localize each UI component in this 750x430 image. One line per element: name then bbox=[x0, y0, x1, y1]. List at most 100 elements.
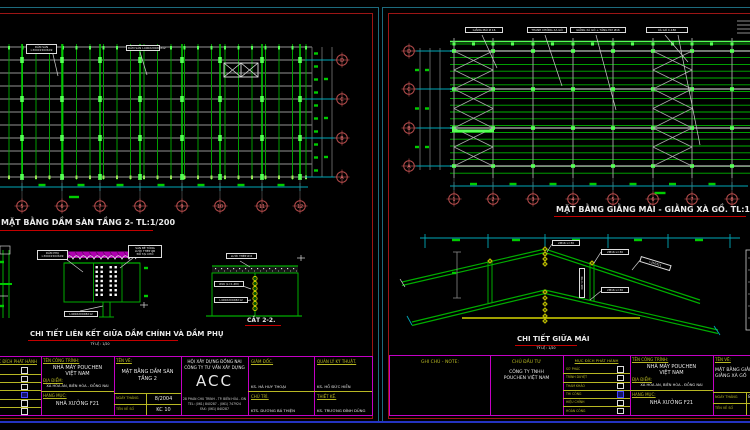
svg-text:C: C bbox=[340, 97, 344, 103]
issue-item-label: THAM KHẢO bbox=[566, 383, 585, 388]
left-tb-org-addr3: FAX: (061) 840287 bbox=[200, 407, 229, 411]
left-tb-location-label: ĐỊA ĐIỂM: bbox=[43, 378, 63, 383]
conn-detail bbox=[0, 245, 148, 318]
issue-item-label: SƠ PHÁC bbox=[566, 367, 581, 371]
issue-list-left bbox=[0, 366, 41, 415]
conn-callout-left-l2: I-300X150X6X9 bbox=[41, 253, 64, 258]
brace-callout-1: GIẰNG MÁI Ø 16 bbox=[465, 27, 503, 34]
right-tb-issue-header: MỤC ĐÍCH PHÁT HÀNH bbox=[574, 357, 619, 363]
right-tb-sep-4 bbox=[713, 356, 714, 415]
right-plan-title: MẶT BẰNG GIẰNG MÁI - GIẰNG XÀ GỒ. TL:1/2… bbox=[556, 205, 750, 214]
right-sheet-inner-border bbox=[388, 13, 750, 419]
svg-text:7: 7 bbox=[690, 197, 693, 203]
issue-item-label: TRÌNH DUYỆT bbox=[566, 375, 587, 380]
issue-row: SƠ PHÁC bbox=[563, 365, 630, 375]
brace-callout-3: GIẰNG XÀ GỒ + TĂNG ĐƠ Ø16 bbox=[570, 27, 626, 34]
svg-text:D: D bbox=[407, 49, 411, 55]
left-tb-sep-5 bbox=[314, 357, 315, 415]
right-tb-date-value: 8/2004 bbox=[748, 395, 750, 400]
right-tb-note-header: GHI CHÚ - NOTE: bbox=[421, 360, 459, 365]
ridge-callout-3: 2M16 L=30 bbox=[601, 287, 629, 294]
sect-callout-mid-text: Ø16 (L=1.4M) bbox=[219, 281, 239, 286]
brace-callout-4: XÀ GỒ C-180 bbox=[646, 27, 688, 34]
left-tb-date-value: 8/2004 bbox=[154, 395, 173, 402]
svg-text:6: 6 bbox=[60, 204, 63, 210]
left-tb-org-addr2: TEL: (061) 840287 - (061) 747924 bbox=[188, 402, 241, 406]
svg-text:12: 12 bbox=[297, 204, 303, 210]
left-tb-project-l2: VIỆT NAM bbox=[65, 370, 90, 377]
svg-text:B: B bbox=[407, 126, 411, 132]
issue-row bbox=[0, 399, 41, 408]
conn-callout-right-l2: LƯỚI THÉP Ø6 bbox=[134, 248, 156, 253]
right-tb-drawing-name: MẶT BẰNG GIẰNG MÁI - GIẰNG XÀ GỒ bbox=[715, 368, 750, 379]
right-tb-sep-3 bbox=[630, 356, 631, 415]
right-tb-sep-2 bbox=[563, 356, 564, 415]
svg-text:5: 5 bbox=[611, 197, 614, 203]
ridge-callout-2-text: 2M16 L=30 bbox=[606, 249, 624, 254]
issue-checkbox bbox=[617, 391, 624, 398]
issue-row bbox=[0, 366, 41, 376]
conn-detail-scale: TỶ LỆ : 1/20 bbox=[90, 342, 110, 346]
left-plan-title: MẶT BẰNG DẦM SÀN TẦNG 2- TL:1/200 bbox=[1, 218, 176, 227]
issue-row: HOÀN CÔNG bbox=[563, 407, 630, 415]
beam-callout-2: DẦM SÀN I-400X200X8X12 bbox=[126, 45, 166, 52]
beam-callout-1: DẦM SÀN I-300X150X6X9 bbox=[26, 44, 57, 54]
ridge-strut-label: XG C-180 bbox=[578, 268, 585, 298]
left-tb-sheet-value: KC 10 bbox=[156, 406, 171, 413]
left-tb-sep-3 bbox=[181, 357, 182, 415]
brace-callout-2-text: THANH CHỐNG XÀ GỒ bbox=[531, 27, 563, 32]
left-tb-lead-label: CHỦ TRÌ. bbox=[251, 394, 269, 399]
beam-callout-1-l1: DẦM SÀN bbox=[34, 44, 49, 49]
right-tb-row-div2 bbox=[713, 403, 750, 404]
svg-text:C: C bbox=[407, 87, 411, 93]
conn-callout-right-l1: SÀN BÊ TÔNG bbox=[135, 245, 155, 250]
right-tb-row-div1 bbox=[713, 392, 750, 393]
section-2-2 bbox=[206, 255, 305, 317]
issue-checkbox bbox=[617, 407, 624, 415]
right-tb-project-l2: VIỆT NAM bbox=[659, 369, 684, 376]
left-tb-tech-name: KS. HỒ ĐỨC HIỀN bbox=[317, 384, 351, 389]
brace-callout-4-text: XÀ GỒ C-180 bbox=[657, 27, 677, 32]
sect-callout-top-text: LƯỚI THÉP Ø 6 bbox=[230, 253, 253, 258]
issue-checkbox bbox=[617, 366, 624, 373]
right-tb-item-label: HẠNG MỤC: bbox=[632, 392, 656, 397]
right-tb-project-label: TÊN CÔNG TRÌNH: bbox=[632, 357, 669, 362]
conn-callout-bottom-text: I-400X200X8X12 bbox=[69, 311, 93, 316]
right-tb-sheet-label: TÊN VẼ SỐ bbox=[715, 406, 734, 410]
left-tb-firm-col: HỘI XÂY DỰNG ĐỒNG NAI CÔNG TY TƯ VẤN XÂY… bbox=[181, 357, 248, 415]
svg-text:5: 5 bbox=[20, 204, 23, 210]
svg-text:1: 1 bbox=[452, 197, 455, 203]
svg-text:2: 2 bbox=[491, 197, 494, 203]
left-tb-org-addr1: 28 PHAN CHU TRINH - TP. BIÊN HÒA - ĐN bbox=[182, 397, 247, 401]
issue-row: HIỆU CHỈNH bbox=[563, 398, 630, 408]
issue-checkbox bbox=[21, 383, 28, 391]
left-tb-issue-col: MỤC ĐÍCH PHÁT HÀNH bbox=[0, 357, 41, 415]
bottom-blue-line bbox=[0, 421, 750, 423]
ridge-callout-1-text: 2M16 L=30 bbox=[557, 240, 575, 245]
ridge-callout-3-text: 2M16 L=30 bbox=[606, 287, 624, 292]
right-tb-location: XÃ HÓA AN, BIÊN HÒA - ĐỒNG NAI bbox=[640, 383, 703, 387]
left-tb-sep-2 bbox=[114, 357, 115, 415]
right-tb-location-label: ĐỊA ĐIỂM: bbox=[632, 377, 652, 382]
issue-item-label: HOÀN CÔNG bbox=[566, 408, 586, 413]
sect-detail-title: CẮT 2-2. bbox=[247, 317, 276, 324]
left-tb-project-label: TÊN CÔNG TRÌNH: bbox=[43, 358, 80, 363]
issue-row bbox=[0, 374, 41, 384]
svg-text:9: 9 bbox=[180, 204, 183, 210]
issue-row: THI CÔNG bbox=[563, 390, 630, 400]
left-tb-director-name: KS. HÀ HUY THOẠI bbox=[251, 384, 287, 389]
ridge-detail-scale: TỶ LỆ : 1/20 bbox=[536, 346, 556, 350]
left-tb-project-div bbox=[41, 391, 114, 392]
conn-callout-left: DẦM PHỤ I-300X150X6X9 bbox=[37, 250, 68, 260]
right-tb-client-l1: CÔNG TY TNHH bbox=[509, 370, 544, 375]
ridge-detail-underline bbox=[515, 345, 577, 346]
right-tb-project-l1: NHÀ MÁY POUCHEN bbox=[646, 363, 697, 370]
left-tb-row-div2 bbox=[114, 404, 181, 405]
right-tb-client-l2: POUCHEN VIỆT NAM bbox=[503, 376, 550, 381]
brace-callout-3-text: GIẰNG XÀ GỒ + TĂNG ĐƠ Ø16 bbox=[576, 27, 620, 32]
left-tb-sign-col2: QUẢN LÝ KỸ THUẬT. KS. HỒ ĐỨC HIỀN THIẾT … bbox=[314, 357, 372, 415]
ridge-callout-1: 2M16 L=30 bbox=[552, 240, 580, 247]
beam-callout-2-text: DẦM SÀN I-400X200X8X12 bbox=[128, 45, 166, 50]
svg-text:B: B bbox=[340, 136, 344, 142]
